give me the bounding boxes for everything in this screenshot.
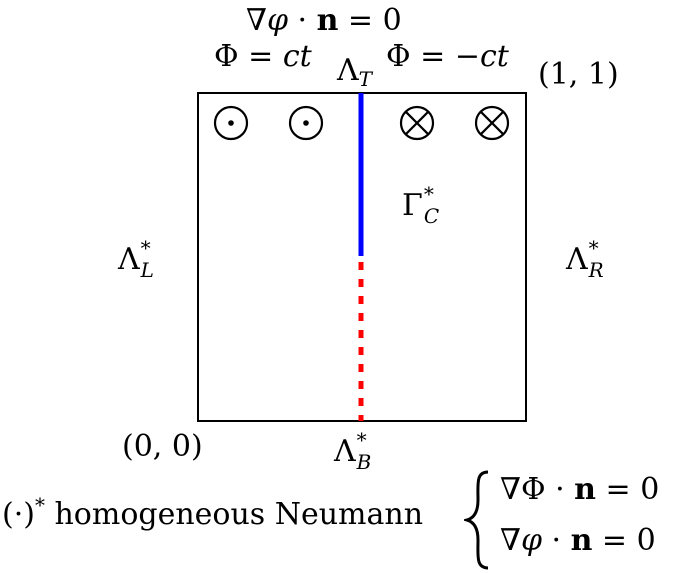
lambda-right-label: Λ*R	[566, 236, 604, 282]
corner-top-right-label: (1, 1)	[538, 57, 619, 92]
circle-dot-icon	[288, 105, 324, 141]
circle-dot-icon	[213, 105, 249, 141]
top-boundary-condition: ∇φ · n = 0	[246, 3, 402, 38]
legend-equation-1: ∇Φ · n = 0	[500, 472, 660, 507]
circle-cross-icon	[474, 105, 510, 141]
gamma-c-label: Γ*C	[402, 182, 440, 228]
phi-right-condition: Φ = −ct	[386, 39, 509, 74]
lambda-top-label: ΛT	[337, 53, 373, 91]
curly-brace-icon	[464, 470, 489, 570]
phi-left-condition: Φ = ct	[214, 39, 312, 74]
corner-bottom-left-label: (0, 0)	[122, 429, 203, 464]
legend-neumann-text: (·)* homogeneous Neumann	[2, 493, 424, 532]
legend-equation-2: ∇φ · n = 0	[500, 523, 656, 558]
lambda-bottom-label: Λ*B	[334, 428, 372, 474]
circle-cross-icon	[399, 105, 435, 141]
lambda-left-label: Λ*L	[118, 236, 154, 282]
